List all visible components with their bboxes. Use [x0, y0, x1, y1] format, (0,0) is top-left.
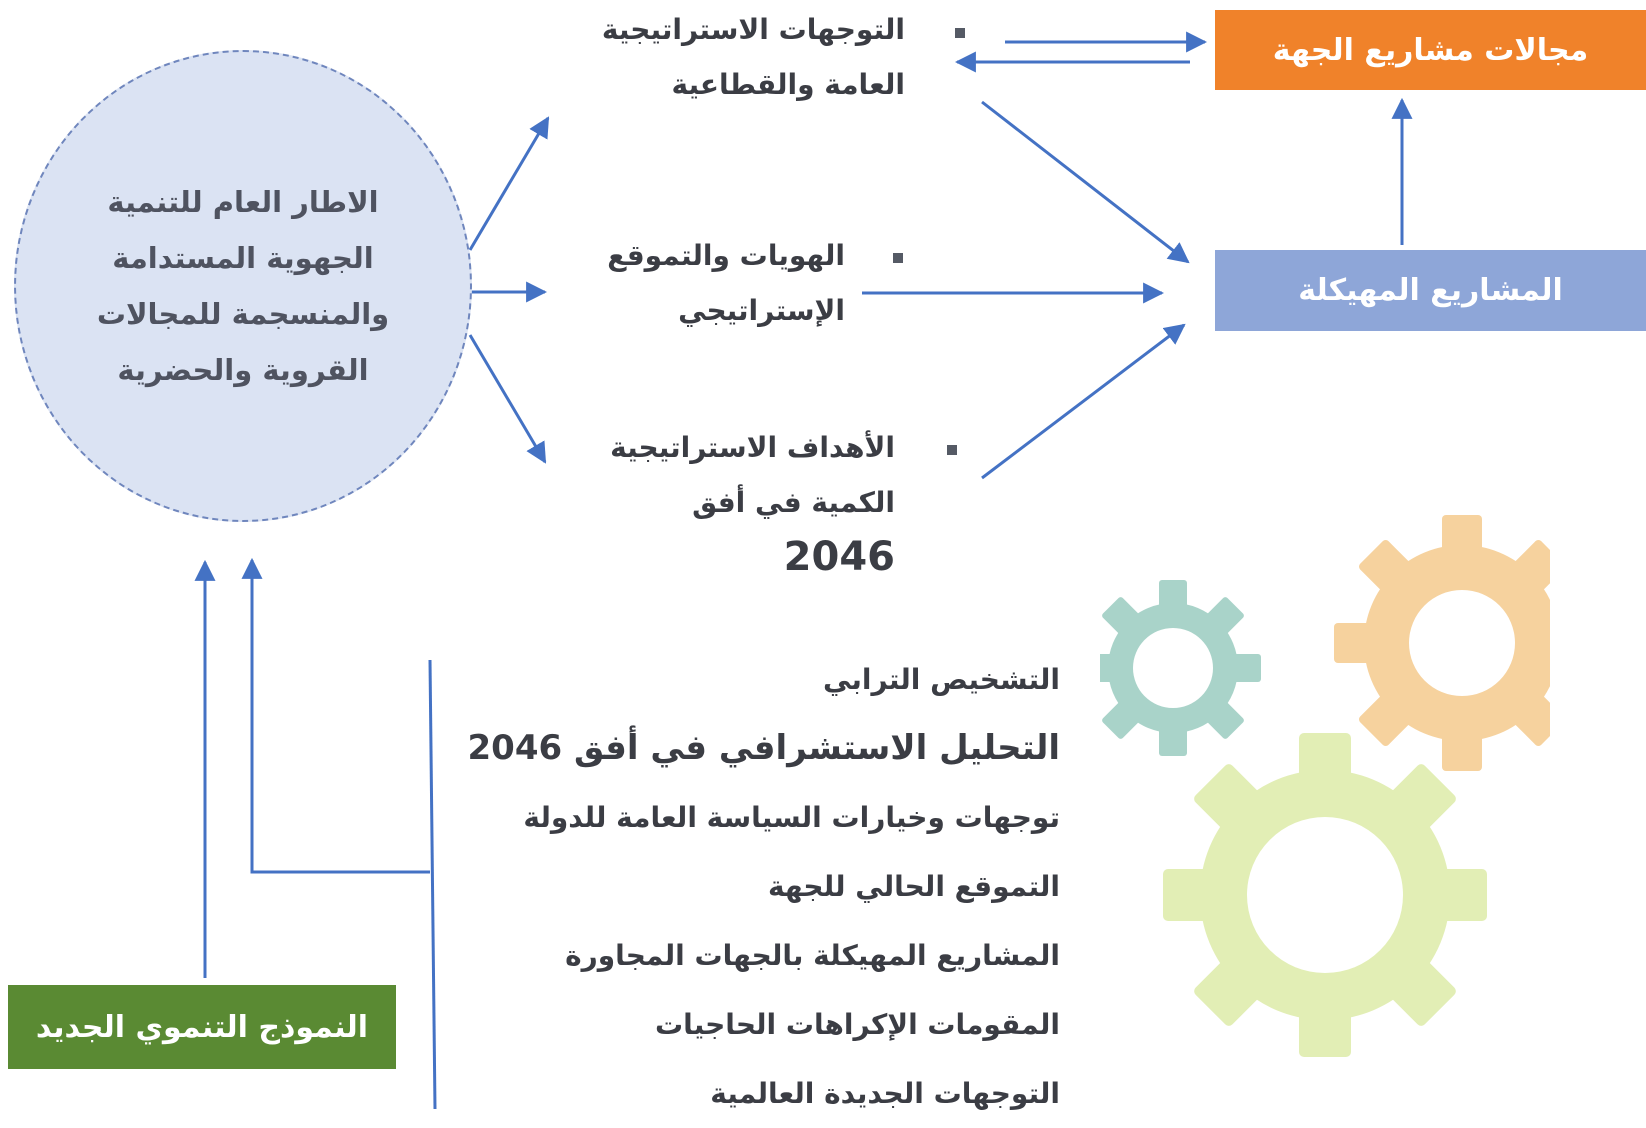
list-item: المشاريع المهيكلة بالجهات المجاورة — [565, 939, 1060, 972]
list-item: التوجهات الجديدة العالمية — [710, 1077, 1060, 1110]
arrow-objectives-to-projects — [981, 323, 1186, 480]
identities-positioning: الهويات والتموقع الإستراتيجي — [607, 239, 845, 327]
list-item: التحليل الاستشرافي في أفق 2046 — [467, 728, 1060, 768]
arrow-circle-to-orientations — [468, 116, 550, 251]
gear-icon — [1334, 515, 1550, 771]
inputs-bracket-line — [428, 659, 437, 1109]
framework-label: الاطار العام للتنمية الجهوية المستدامة و… — [96, 185, 390, 387]
gears-illustration — [1100, 515, 1550, 1057]
quantitative-objectives: الأهداف الاستراتيجية الكمية في أفق 2046 — [610, 431, 895, 580]
project-domains-box: مجالات مشاريع الجهة — [1215, 10, 1646, 90]
gear-icon — [1163, 733, 1487, 1057]
development-model-box: النموذج التنموي الجديد — [8, 985, 396, 1069]
bullet-icon — [955, 28, 965, 38]
bullet-icon — [947, 445, 957, 455]
list-item: التشخيص الترابي — [823, 663, 1060, 696]
framework-circle: الاطار العام للتنمية الجهوية المستدامة و… — [14, 50, 472, 522]
arrow-orientations-to-projects — [981, 100, 1190, 264]
arrow-circle-to-objectives — [468, 334, 547, 464]
gear-icon — [1100, 580, 1261, 756]
arrow-inputs-to-circle — [241, 557, 430, 874]
list-item: التموقع الحالي للجهة — [767, 870, 1060, 903]
list-item: توجهات وخيارات السياسة العامة للدولة — [523, 801, 1060, 834]
bullet-icon — [893, 253, 903, 263]
list-item: المقومات الإكراهات الحاجيات — [655, 1008, 1060, 1041]
inputs-list: التشخيص الترابي التحليل الاستشرافي في أف… — [440, 645, 1060, 1128]
structural-projects-box: المشاريع المهيكلة — [1215, 250, 1646, 331]
strategic-orientations: التوجهات الاستراتيجية العامة والقطاعية — [601, 13, 905, 101]
